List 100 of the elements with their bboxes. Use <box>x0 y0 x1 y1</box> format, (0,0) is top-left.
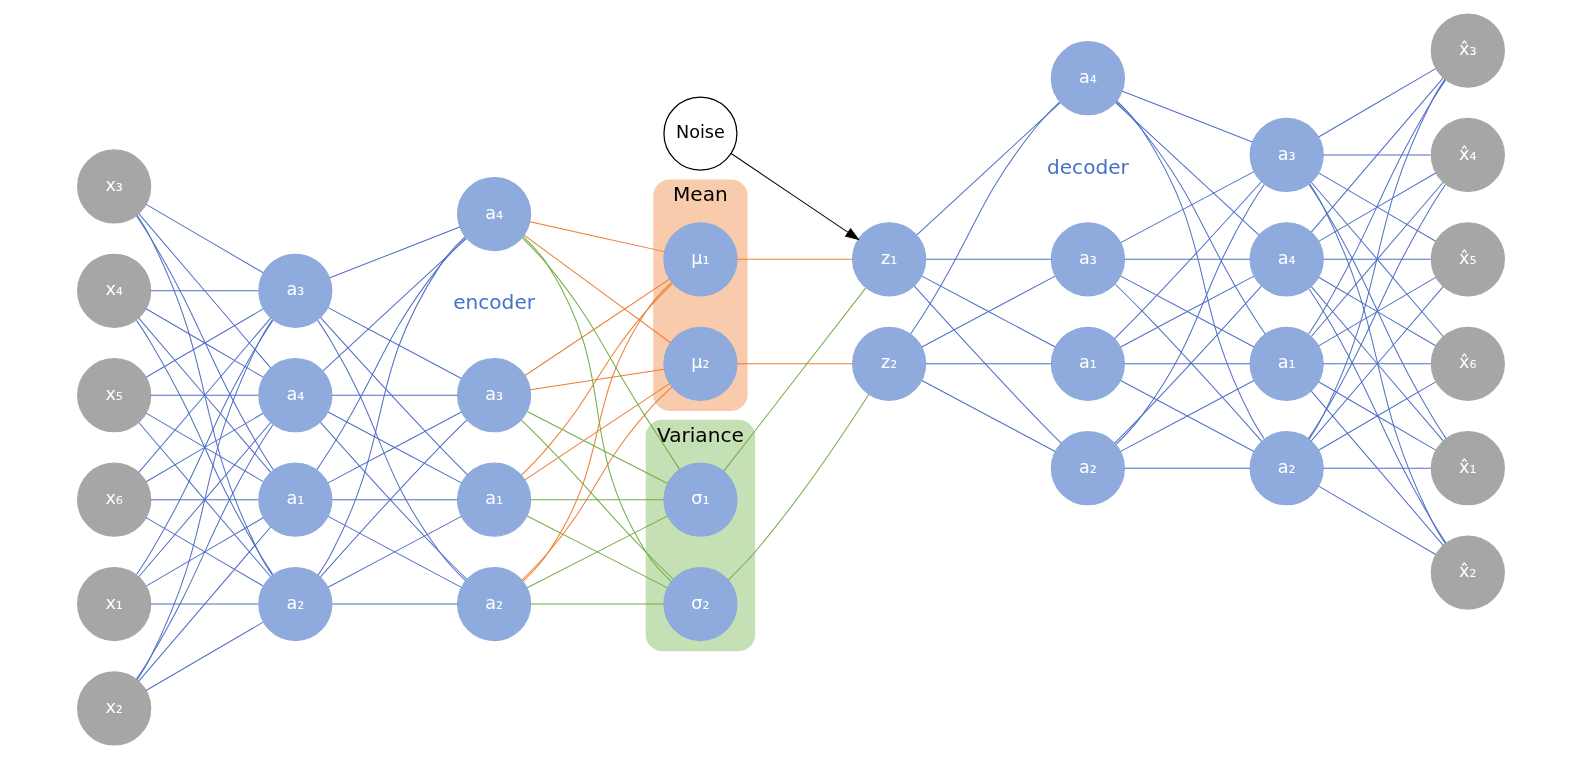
node-circle: a₃ <box>258 253 333 328</box>
connector <box>145 203 264 273</box>
connector <box>1310 181 1444 337</box>
connector <box>322 237 467 371</box>
connector <box>1308 78 1446 440</box>
label: encoder <box>453 289 536 314</box>
connector <box>1124 467 1251 469</box>
connector <box>136 215 274 470</box>
node-circle: x₃ <box>77 148 152 223</box>
connector <box>723 286 867 472</box>
connector <box>925 362 1052 364</box>
connector <box>145 621 264 691</box>
connector <box>136 319 274 575</box>
connector <box>1322 467 1432 469</box>
connector <box>145 307 264 378</box>
connector <box>138 212 272 368</box>
connector <box>523 234 672 343</box>
connector <box>520 419 674 580</box>
node-circle: μ₁ <box>663 221 738 296</box>
connector <box>331 603 459 605</box>
connector <box>138 421 272 577</box>
node-circle: a₁ <box>1249 326 1324 401</box>
node-circle: x̂₅ <box>1430 221 1505 296</box>
connector <box>331 394 459 396</box>
node-circle: x₆ <box>77 462 152 537</box>
connector <box>1124 362 1251 364</box>
connector <box>1115 183 1265 445</box>
node-circle: x̂₄ <box>1430 117 1505 192</box>
connector <box>1318 380 1437 451</box>
connector <box>727 393 870 580</box>
node-circle: x̂₆ <box>1430 326 1505 401</box>
connector <box>320 316 468 475</box>
connector <box>530 603 665 605</box>
connector <box>138 525 272 682</box>
connector <box>1121 90 1253 142</box>
node-circle: a₃ <box>457 357 532 432</box>
connector <box>138 317 272 473</box>
node-circle: a₄ <box>1249 221 1324 296</box>
connector <box>136 214 274 576</box>
connector <box>1318 276 1437 346</box>
connector <box>150 289 259 291</box>
connector <box>329 226 461 278</box>
connector <box>526 514 669 588</box>
connector <box>1322 153 1432 155</box>
arrow <box>730 152 860 240</box>
connector <box>1308 182 1446 544</box>
node-circle: a₃ <box>1050 221 1126 296</box>
label: decoder <box>1046 154 1129 179</box>
node-circle: a₄ <box>1050 40 1126 115</box>
connector <box>1322 258 1432 260</box>
connector <box>1116 99 1265 439</box>
connector <box>916 101 1061 235</box>
connector <box>529 220 665 252</box>
node-circle: a₁ <box>1050 326 1126 401</box>
connector <box>921 379 1056 452</box>
connector <box>529 368 665 390</box>
node-circle: x̂₃ <box>1430 12 1505 88</box>
node-circle: a₁ <box>457 462 532 537</box>
node-circle: z₂ <box>852 326 927 401</box>
connector <box>1115 101 1260 236</box>
connector <box>317 319 467 581</box>
connector <box>1308 287 1447 543</box>
node-circle: a₂ <box>1050 430 1126 505</box>
connector <box>736 258 854 260</box>
connector <box>150 603 259 605</box>
node-circle: a₁ <box>258 462 333 537</box>
connector <box>331 498 459 500</box>
connector <box>1318 67 1437 137</box>
node-circle: x₁ <box>77 566 152 641</box>
connector <box>521 237 681 470</box>
connector <box>1120 379 1255 452</box>
connector <box>316 237 467 470</box>
connector <box>524 382 670 480</box>
node-circle: a₂ <box>457 566 532 641</box>
node-circle: x₅ <box>77 357 152 432</box>
node-circle: x̂₂ <box>1430 535 1505 610</box>
connector <box>530 498 665 500</box>
node-circle: a₃ <box>1249 117 1324 192</box>
connector <box>913 285 1062 444</box>
connector <box>736 362 854 364</box>
node-circle: a₄ <box>457 176 532 251</box>
connector <box>136 423 274 679</box>
connector <box>327 306 462 379</box>
connector <box>136 318 274 680</box>
node-circle: x̂₁ <box>1430 430 1505 505</box>
connector <box>1310 76 1444 233</box>
node-circle: σ₂ <box>663 566 738 641</box>
connector <box>910 101 1060 334</box>
connector <box>1124 258 1251 260</box>
node-circle: a₄ <box>258 357 333 432</box>
connector <box>150 498 259 500</box>
connector <box>1308 79 1446 334</box>
connector <box>1115 101 1266 334</box>
connector <box>1318 485 1437 555</box>
connector <box>521 386 673 580</box>
connector <box>1310 390 1444 546</box>
connector <box>317 235 466 576</box>
connector <box>520 282 673 476</box>
connector <box>150 394 259 396</box>
connector <box>327 515 462 588</box>
